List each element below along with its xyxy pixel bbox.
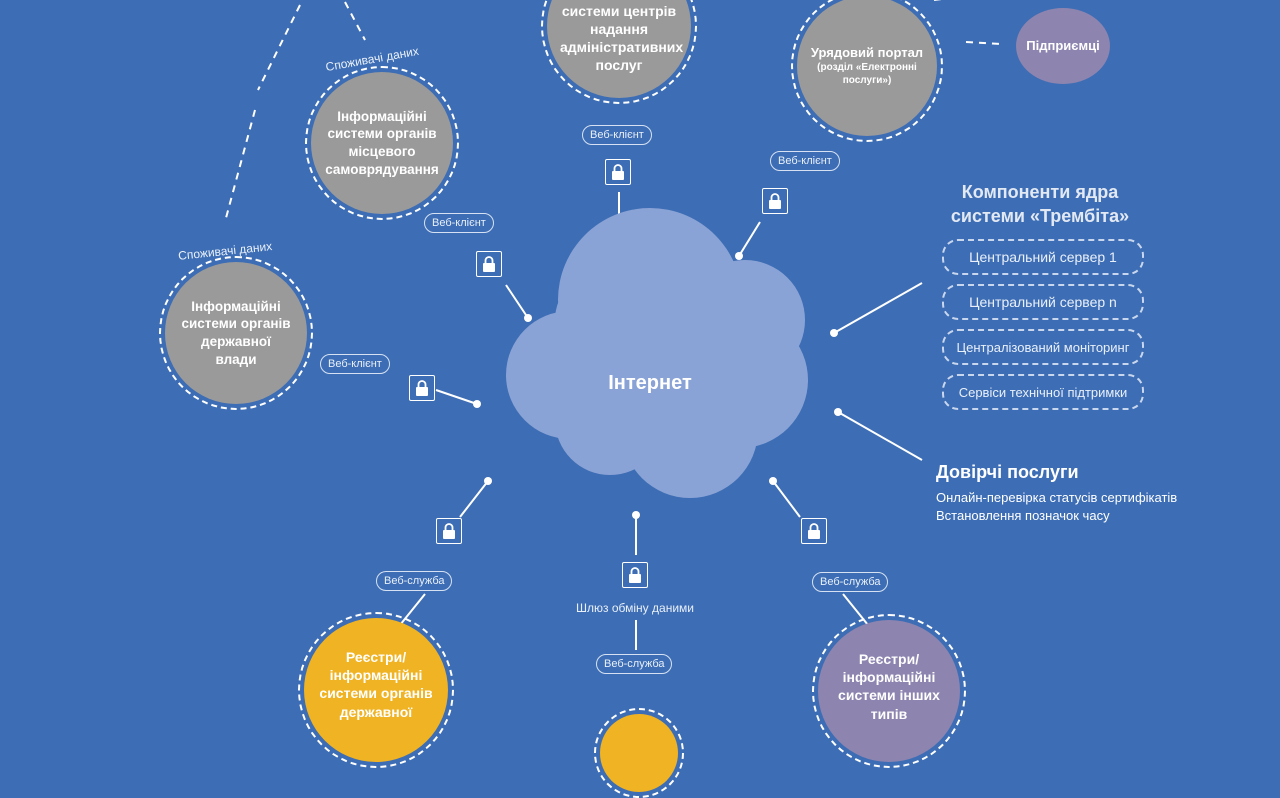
web-service-pill-center: Веб-служба <box>596 654 673 674</box>
local-gov-label: Інформаційні системи органів місцевого с… <box>325 108 439 177</box>
dashed-link <box>225 109 256 219</box>
trust-title: Довірчі послуги <box>936 462 1079 482</box>
center-bottom-node <box>600 714 678 792</box>
connection-lines <box>225 0 1003 650</box>
link-dot <box>735 252 743 260</box>
core-item-central-server-1: Центральний сервер 1 <box>942 239 1144 275</box>
core-item-support: Сервіси технічної підтримки <box>942 374 1144 410</box>
link-reg-other <box>772 480 801 518</box>
registries-other-label: Реєстри/ інформаційні системи інших типі… <box>838 651 940 722</box>
core-title-line1: Компоненти ядра <box>961 182 1119 202</box>
trembita-diagram: Інтернет системи центрів надання адмініс… <box>159 0 1178 798</box>
enterprises-label: Підприємці <box>1026 37 1100 53</box>
link-local <box>505 284 529 319</box>
centers-node-label: системи центрів надання адміністративних… <box>560 2 684 74</box>
gateway-label: Шлюз обміну даними <box>576 601 694 615</box>
state-gov-label: Інформаційні системи органів державної в… <box>181 298 291 367</box>
link-dot <box>473 400 481 408</box>
web-client-pill-portal: Веб-клієнт <box>770 151 840 171</box>
enterprises-node: Підприємці <box>1016 8 1110 84</box>
gov-portal-title: Урядовий портал <box>810 44 924 60</box>
local-gov-ring <box>305 66 459 220</box>
link-dot <box>484 477 492 485</box>
lock-icon <box>476 251 502 277</box>
gov-portal-node: Урядовий портал (розділ «Електронні посл… <box>797 0 937 136</box>
web-service-pill-right: Веб-служба <box>812 572 889 592</box>
core-item-monitoring: Централізований моніторинг <box>942 329 1144 365</box>
registries-state-label: Реєстри/ інформаційні системи органів де… <box>319 649 433 720</box>
link-state <box>435 389 478 405</box>
internet-cloud <box>506 208 808 498</box>
trust-line2: Встановлення позначок часу <box>936 508 1110 523</box>
state-gov-ring <box>159 256 313 410</box>
lock-icon <box>622 562 648 588</box>
link-trust <box>837 411 923 461</box>
gov-portal-ring <box>791 0 943 142</box>
link-dot <box>769 477 777 485</box>
registries-other-node: Реєстри/ інформаційні системи інших типі… <box>818 620 960 762</box>
lock-icon <box>409 375 435 401</box>
link-dot <box>632 511 640 519</box>
dashed-link <box>344 1 366 41</box>
internet-label: Інтернет <box>608 372 692 394</box>
trust-line1: Онлайн-перевірка статусів сертифікатів <box>936 490 1178 505</box>
web-client-pill-centers: Веб-клієнт <box>582 125 652 145</box>
core-title: Компоненти ядра системи «Трембіта» <box>930 180 1150 228</box>
state-gov-node: Інформаційні системи органів державної в… <box>165 262 307 404</box>
gov-portal-sub: (розділ «Електронні послуги») <box>817 62 917 87</box>
lock-icon <box>801 518 827 544</box>
link-reg-state <box>459 480 489 518</box>
link-dot <box>524 314 532 322</box>
core-item-central-server-n: Центральний сервер n <box>942 284 1144 320</box>
link-dot <box>830 329 838 337</box>
web-client-pill-state: Веб-клієнт <box>320 354 390 374</box>
dashed-link <box>965 41 1003 45</box>
link-core <box>833 282 923 334</box>
web-service-pill-left: Веб-служба <box>376 571 453 591</box>
link-dot <box>834 408 842 416</box>
lock-icon <box>762 188 788 214</box>
lock-icon <box>436 518 462 544</box>
registries-state-node: Реєстри/ інформаційні системи органів де… <box>304 618 448 762</box>
lock-icon <box>605 159 631 185</box>
dashed-link <box>257 4 301 91</box>
core-title-line2: системи «Трембіта» <box>950 206 1130 226</box>
link-portal <box>738 221 761 257</box>
web-client-pill-local: Веб-клієнт <box>424 213 494 233</box>
local-gov-node: Інформаційні системи органів місцевого с… <box>311 72 453 214</box>
